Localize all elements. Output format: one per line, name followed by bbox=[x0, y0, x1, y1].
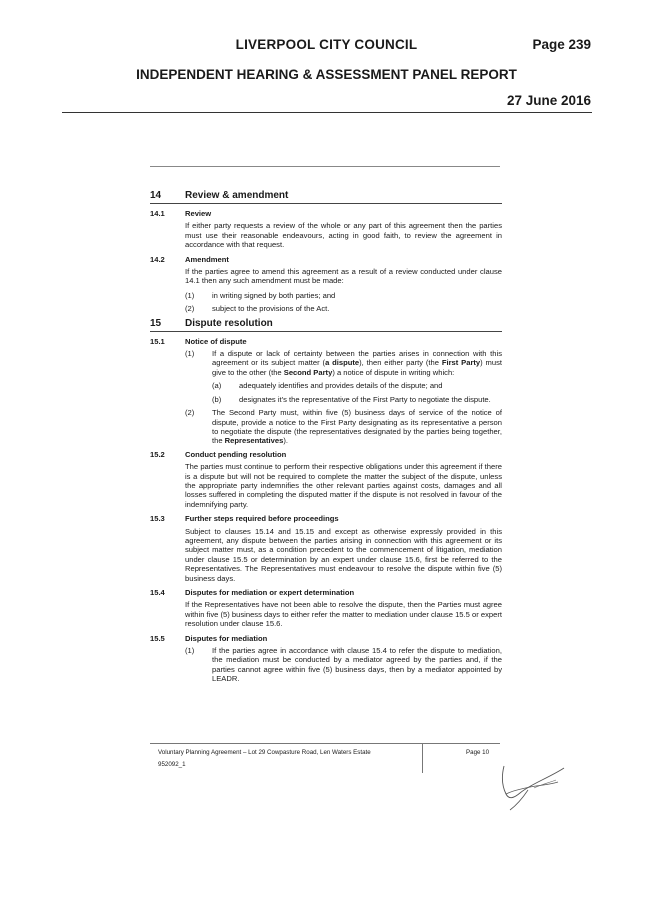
clause-15-3-text: Subject to clauses 15.14 and 15.15 and e… bbox=[185, 526, 502, 583]
list-item: (1) If the parties agree in accordance w… bbox=[185, 646, 502, 684]
item-text: in writing signed by both parties; and bbox=[212, 290, 336, 300]
item-text: adequately identifies and provides detai… bbox=[239, 381, 443, 391]
clause-title: Further steps required before proceeding… bbox=[185, 514, 339, 524]
defined-term: First Party bbox=[441, 358, 481, 368]
clause-title: Conduct pending resolution bbox=[185, 449, 287, 459]
item-text: The Second Party must, within five (5) b… bbox=[212, 408, 502, 446]
text-run: ). bbox=[283, 436, 288, 446]
item-text: If the parties agree in accordance with … bbox=[212, 646, 502, 684]
report-page-number: Page 239 bbox=[532, 37, 591, 52]
clause-15-5-heading: 15.5 Disputes for mediation bbox=[150, 634, 502, 643]
item-label: (1) bbox=[185, 349, 195, 359]
clause-14-1-heading: 14.1 Review bbox=[150, 209, 502, 218]
clause-number: 15.2 bbox=[150, 449, 165, 459]
text-run: The Second Party must, within five (5) b… bbox=[212, 408, 502, 446]
clause-title: Review bbox=[185, 209, 212, 218]
item-label: (2) bbox=[185, 408, 195, 418]
section-15-heading: 15 Dispute resolution bbox=[150, 318, 502, 332]
list-item: (1) If a dispute or lack of certainty be… bbox=[185, 349, 502, 377]
defined-term: Second Party bbox=[283, 367, 333, 377]
defined-term: Representatives bbox=[224, 436, 284, 446]
section-number: 14 bbox=[150, 190, 162, 201]
section-number: 15 bbox=[150, 317, 162, 329]
list-item: (2) The Second Party must, within five (… bbox=[185, 408, 502, 446]
section-title: Dispute resolution bbox=[185, 317, 273, 329]
clause-14-1-text: If either party requests a review of the… bbox=[185, 221, 502, 250]
handwritten-signature bbox=[501, 765, 565, 811]
item-label: (1) bbox=[185, 290, 195, 300]
footer-page-number: Page 10 bbox=[466, 749, 490, 756]
clause-number: 15.4 bbox=[150, 588, 165, 597]
defined-term: a dispute bbox=[325, 358, 360, 368]
document-top-divider bbox=[150, 166, 500, 167]
item-text: designates it's the representative of th… bbox=[239, 394, 491, 404]
sub-list-item: (b) designates it's the representative o… bbox=[212, 395, 502, 404]
list-item: (2) subject to the provisions of the Act… bbox=[185, 304, 502, 313]
council-name: LIVERPOOL CITY COUNCIL bbox=[235, 37, 418, 52]
item-label: (b) bbox=[212, 394, 222, 404]
clause-14-2-heading: 14.2 Amendment bbox=[150, 255, 502, 264]
clause-15-4-heading: 15.4 Disputes for mediation or expert de… bbox=[150, 588, 502, 597]
clause-number: 14.2 bbox=[150, 254, 165, 264]
clause-15-2-text: The parties must continue to perform the… bbox=[185, 462, 502, 509]
clause-number: 15.1 bbox=[150, 336, 165, 346]
footer-description: Voluntary Planning Agreement – Lot 29 Co… bbox=[158, 749, 371, 756]
footer-divider bbox=[150, 743, 500, 744]
clause-15-2-heading: 15.2 Conduct pending resolution bbox=[150, 450, 502, 459]
report-date: 27 June 2016 bbox=[506, 93, 591, 108]
footer-reference: 952092_1 bbox=[158, 761, 186, 768]
text-run: ), then either party (the bbox=[359, 358, 442, 368]
text-run: If a dispute or lack of certainty betwee… bbox=[212, 349, 502, 368]
item-text: If a dispute or lack of certainty betwee… bbox=[212, 349, 502, 377]
clause-title: Notice of dispute bbox=[185, 336, 247, 346]
clause-title: Disputes for mediation or expert determi… bbox=[185, 588, 355, 597]
agreement-document: 14 Review & amendment 14.1 Review If eit… bbox=[150, 190, 502, 688]
report-title: INDEPENDENT HEARING & ASSESSMENT PANEL R… bbox=[136, 67, 517, 82]
section-title: Review & amendment bbox=[185, 190, 289, 201]
clause-14-2-text: If the parties agree to amend this agree… bbox=[185, 267, 502, 286]
header-divider bbox=[62, 112, 592, 113]
list-item: (1) in writing signed by both parties; a… bbox=[185, 291, 502, 300]
item-label: (1) bbox=[185, 646, 195, 656]
clause-title: Amendment bbox=[185, 254, 229, 264]
clause-title: Disputes for mediation bbox=[185, 633, 268, 643]
sub-list-item: (a) adequately identifies and provides d… bbox=[212, 381, 502, 390]
item-label: (2) bbox=[185, 304, 195, 314]
clause-number: 15.5 bbox=[150, 633, 165, 643]
footer-separator bbox=[422, 743, 423, 773]
item-text: subject to the provisions of the Act. bbox=[212, 304, 330, 314]
clause-15-4-text: If the Representatives have not been abl… bbox=[185, 600, 502, 629]
text-run: ) must give to the other (the bbox=[212, 358, 502, 377]
section-14-heading: 14 Review & amendment bbox=[150, 190, 502, 204]
clause-number: 15.3 bbox=[150, 514, 165, 524]
text-run: ) a notice of dispute in writing which: bbox=[332, 367, 455, 377]
clause-15-3-heading: 15.3 Further steps required before proce… bbox=[150, 514, 502, 523]
clause-15-1-heading: 15.1 Notice of dispute bbox=[150, 337, 502, 346]
clause-number: 14.1 bbox=[150, 209, 165, 218]
item-label: (a) bbox=[212, 381, 222, 391]
